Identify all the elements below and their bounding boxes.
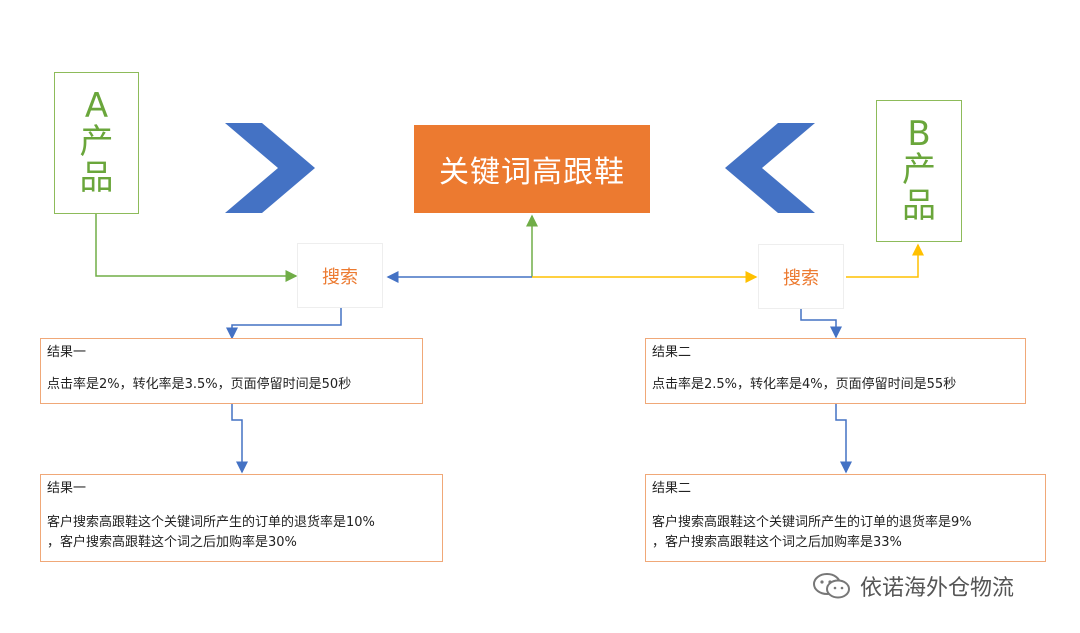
connector-right-result-down: [835, 404, 852, 474]
product-a-char2: 品: [79, 157, 114, 198]
product-b-box: B 产 品: [876, 100, 962, 242]
result-right-1-line1: 点击率是2.5%，转化率是4%，页面停留时间是55秒: [652, 377, 957, 392]
connector-a-to-search: [95, 214, 298, 282]
right-chevron-shape: [225, 123, 315, 213]
left-chevron-shape: [725, 123, 815, 213]
keyword-box: 关键词高跟鞋: [414, 125, 650, 213]
connector-left-search-to-result: [226, 308, 342, 340]
product-b-char2: 品: [902, 185, 936, 226]
product-b-char1: 产: [902, 150, 936, 191]
result-right-1: 结果二 点击率是2.5%，转化率是4%，页面停留时间是55秒: [645, 338, 1026, 404]
result-left-1: 结果一 点击率是2%，转化率是3.5%，页面停留时间是50秒: [40, 338, 423, 404]
result-left-2: 结果一 客户搜索高跟鞋这个关键词所产生的订单的退货率是10% ，客户搜索高跟鞋这…: [40, 474, 443, 562]
product-a-letter: A: [84, 86, 109, 127]
product-a-box: A 产 品: [54, 72, 139, 214]
result-right-2-line2: ，客户搜索高跟鞋这个词之后加购率是33%: [652, 535, 902, 550]
product-b-letter: B: [907, 114, 931, 155]
connector-right-search-to-result: [800, 309, 842, 339]
result-left-1-line1: 点击率是2%，转化率是3.5%，页面停留时间是50秒: [47, 377, 352, 392]
watermark: 依诺海外仓物流: [812, 568, 1072, 604]
result-left-2-line1: 客户搜索高跟鞋这个关键词所产生的订单的退货率是10%: [47, 515, 375, 530]
connector-search-to-b: [846, 243, 924, 278]
wechat-icon: [813, 573, 850, 599]
result-right-2-title: 结果二: [652, 481, 692, 496]
result-left-1-title: 结果一: [47, 345, 87, 360]
result-right-2-line1: 客户搜索高跟鞋这个关键词所产生的订单的退货率是9%: [652, 515, 972, 530]
connector-left-result-down: [231, 404, 248, 474]
watermark-text: 依诺海外仓物流: [860, 576, 1015, 601]
search-box-left: 搜索: [297, 243, 383, 308]
result-right-1-title: 结果二: [652, 345, 692, 360]
result-left-2-title: 结果一: [47, 481, 87, 496]
product-a-char1: 产: [79, 122, 114, 163]
result-right-2: 结果二 客户搜索高跟鞋这个关键词所产生的订单的退货率是9% ，客户搜索高跟鞋这个…: [645, 474, 1046, 562]
result-left-2-line2: ，客户搜索高跟鞋这个词之后加购率是30%: [47, 535, 297, 550]
search-box-right: 搜索: [758, 244, 844, 309]
